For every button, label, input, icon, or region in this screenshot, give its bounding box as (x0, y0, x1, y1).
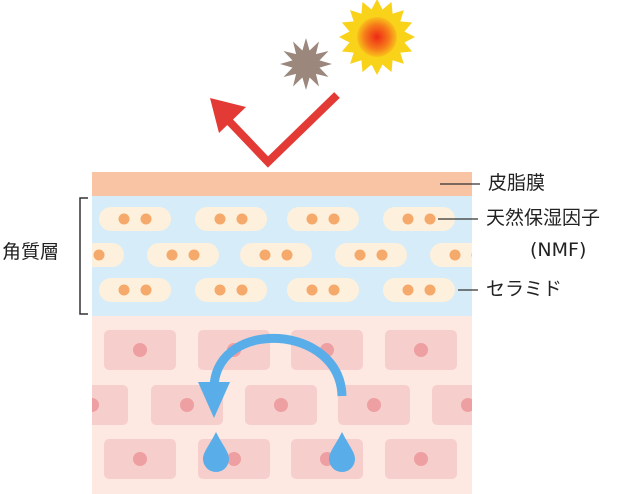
cell-nucleus (227, 452, 241, 466)
water-drop-icon (329, 432, 355, 472)
ceramide-label: セラミド (486, 278, 563, 300)
nmf-dot (118, 284, 130, 296)
sun-icon (339, 0, 415, 75)
nmf-dot (118, 213, 130, 225)
nmf-dot (354, 249, 366, 261)
corneocyte-cell (240, 243, 312, 267)
nmf-dot (259, 249, 271, 261)
cell-nucleus (133, 343, 147, 357)
dust-particle-icon (280, 38, 332, 90)
corneocyte-cell (99, 278, 171, 302)
corneocyte-cell (287, 278, 359, 302)
corneocyte-cell (383, 278, 455, 302)
nmf-dot (402, 213, 414, 225)
nmf-dot (328, 284, 340, 296)
nmf-dot (306, 213, 318, 225)
cell-nucleus (274, 398, 288, 412)
nmf-dot (402, 284, 414, 296)
cell-nucleus (180, 398, 194, 412)
cell-nucleus (414, 452, 428, 466)
nmf-dot (140, 213, 152, 225)
corneocyte-cell (383, 207, 455, 231)
nmf-dot (140, 284, 152, 296)
nmf-dot (306, 284, 318, 296)
cycle-arrow-icon (198, 333, 347, 418)
corneocyte-cell (92, 243, 124, 267)
water-drop-icon (203, 432, 229, 472)
stratum-corneum-label: 角質層 (2, 241, 60, 263)
nmf-dot (236, 284, 248, 296)
stratum-corneum-bracket (79, 197, 88, 315)
corneocyte-cell (99, 207, 171, 231)
nmf-abbrev-label: (NMF) (530, 239, 587, 261)
nmf-dot (166, 249, 178, 261)
nmf-dot (236, 213, 248, 225)
corneocyte-cell (335, 243, 407, 267)
corneocyte-cell (195, 278, 267, 302)
nmf-dot (72, 250, 83, 261)
epidermal-cell (92, 385, 128, 425)
corneocyte-group (72, 207, 472, 302)
epidermal-cell-group (92, 330, 472, 479)
epidermal-cell (432, 385, 472, 425)
nmf-dot (449, 249, 461, 261)
nmf-dot (471, 252, 472, 258)
cell-nucleus (414, 343, 428, 357)
nmf-dot (281, 249, 293, 261)
corneocyte-cell (147, 243, 219, 267)
nmf-dot (214, 284, 226, 296)
sebum-label: 皮脂膜 (488, 172, 546, 194)
sebum-layer (92, 172, 472, 196)
corneocyte-cell (195, 207, 267, 231)
nmf-dot (424, 213, 436, 225)
corneocyte-cell (287, 207, 359, 231)
nmf-dot (214, 213, 226, 225)
cell-nucleus (367, 398, 381, 412)
cell-nucleus (92, 398, 99, 412)
cell-nucleus (133, 452, 147, 466)
nmf-dot (188, 249, 200, 261)
nmf-dot (328, 213, 340, 225)
nmf-dot (93, 249, 105, 261)
nmf-dot (376, 249, 388, 261)
nmf-label: 天然保湿因子 (486, 207, 601, 229)
nmf-dot (424, 284, 436, 296)
reflect-arrow-icon (210, 92, 340, 168)
corneocyte-cell (430, 243, 472, 267)
cell-nucleus (461, 398, 472, 412)
